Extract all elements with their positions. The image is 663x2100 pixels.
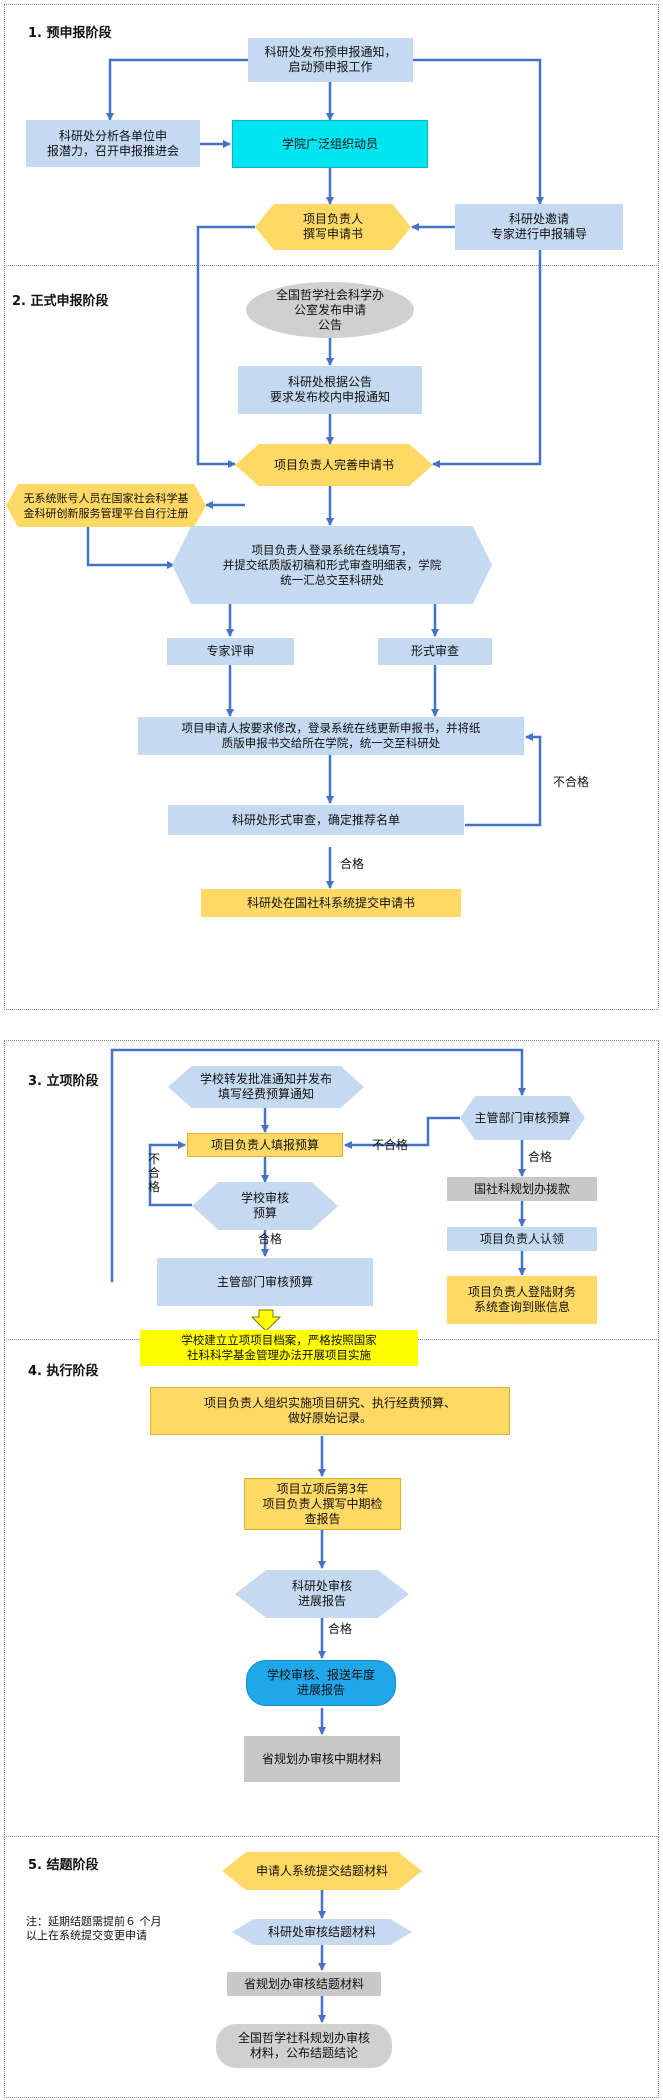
node-fill-budget: 项目负责人填报预算 <box>187 1133 343 1157</box>
node-final-form-check: 科研处形式审查，确定推荐名单 <box>168 805 464 835</box>
node-dept-audit-budget-right: 主管部门审核预算 <box>460 1096 585 1140</box>
node-allocate-funds: 国社科规划办拨款 <box>447 1177 597 1201</box>
node-implement-research: 项目负责人组织实施项目研究、执行经费预算、 做好原始记录。 <box>150 1387 510 1435</box>
node-login-submit: 项目负责人登录系统在线填写， 并提交纸质版初稿和形式审查明细表，学院 统一汇总交… <box>172 526 492 604</box>
node-improve-application: 项目负责人完善申请书 <box>235 444 433 486</box>
note-extension: 注：延期结题需提前６ 个月 以上在系统提交变更申请 <box>26 1915 162 1942</box>
arrow-notice-to-expert <box>410 58 544 205</box>
arrow-write-to-improve <box>196 225 255 468</box>
label-pass-stage4: 合格 <box>328 1622 353 1636</box>
section-frame-5 <box>4 1836 659 2098</box>
node-college-mobilize: 学院广泛组织动员 <box>232 120 428 168</box>
section-title-2: 2. 正式申报阶段 <box>12 294 109 309</box>
archive-down-arrow <box>250 1309 282 1332</box>
node-office-review-materials: 科研处审核结题材料 <box>232 1919 412 1945</box>
node-prereport-notice: 科研处发布预申报通知， 启动预申报工作 <box>248 38 413 82</box>
section-frame-2 <box>4 265 659 1010</box>
arrow-final-fail-loop <box>465 733 542 827</box>
label-pass-stage2: 合格 <box>340 857 365 871</box>
node-dept-audit-budget-left: 主管部门审核预算 <box>157 1258 373 1306</box>
node-province-review-materials: 省规划办审核结题材料 <box>227 1972 381 1996</box>
node-expert-guidance: 科研处邀请 专家进行申报辅导 <box>455 204 623 250</box>
label-fail-left: 不 合 格 <box>148 1152 161 1194</box>
node-revise-update: 项目申请人按要求修改，登录系统在线更新申报书，并将纸 质版申报书交给所在学院，统… <box>138 717 524 755</box>
arrow-expert-to-improve <box>432 250 542 468</box>
label-fail-right: 不合格 <box>372 1138 409 1152</box>
arrow-dept-left-to-right-audit <box>110 1048 526 1282</box>
arrow-noaccount-to-login <box>86 527 175 569</box>
node-school-audit-budget: 学校审核 预算 <box>192 1182 338 1230</box>
section-title-1: 1. 预申报阶段 <box>28 26 112 41</box>
section-title-5: 5. 结题阶段 <box>28 1858 99 1873</box>
label-pass-right: 合格 <box>528 1150 553 1164</box>
node-school-notice: 科研处根据公告 要求发布校内申报通知 <box>238 366 422 414</box>
node-national-review-conclusion: 全国哲学社科规划办审核 材料，公布结题结论 <box>216 2024 392 2068</box>
node-midterm-report: 项目立项后第3年 项目负责人撰写中期检 查报告 <box>244 1478 401 1530</box>
node-expert-review: 专家评审 <box>167 638 294 665</box>
section-title-3: 3. 立项阶段 <box>28 1074 99 1089</box>
node-write-application: 项目负责人 撰写申请书 <box>255 204 411 250</box>
node-archive-project: 学校建立立项项目档案，严格按照国家 社科科学基金管理办法开展项目实施 <box>140 1330 418 1366</box>
node-progress-audit: 科研处审核 进展报告 <box>235 1570 409 1618</box>
arrow-right-audit-fail <box>344 1116 460 1149</box>
arrow-school-fail-loop <box>148 1141 192 1207</box>
node-form-review: 形式审查 <box>378 638 492 665</box>
node-submit-online: 科研处在国社科系统提交申请书 <box>201 889 461 917</box>
node-submit-final-materials: 申请人系统提交结题材料 <box>222 1852 422 1890</box>
node-no-account-register: 无系统账号人员在国家社会科学基 金科研创新服务管理平台自行注册 <box>6 484 206 527</box>
section-title-4: 4. 执行阶段 <box>28 1364 99 1379</box>
arrow-notice-to-analyze <box>106 58 250 121</box>
node-finance-query: 项目负责人登陆财务 系统查询到账信息 <box>447 1276 597 1324</box>
node-national-office-announcement: 全国哲学社会科学办 公室发布申请 公告 <box>246 282 414 338</box>
label-fail-stage2: 不合格 <box>553 775 590 789</box>
label-pass-middle: 合格 <box>258 1232 283 1246</box>
node-annual-report: 学校审核、报送年度 进展报告 <box>246 1660 396 1706</box>
node-analyze-potential: 科研处分析各单位申 报潜力，召开申报推进会 <box>26 120 200 167</box>
node-claim-funds: 项目负责人认领 <box>447 1227 597 1251</box>
node-province-midterm-review: 省规划办审核中期材料 <box>244 1736 400 1782</box>
node-forward-approval-notice: 学校转发批准通知并发布 填写经费预算通知 <box>168 1066 364 1108</box>
